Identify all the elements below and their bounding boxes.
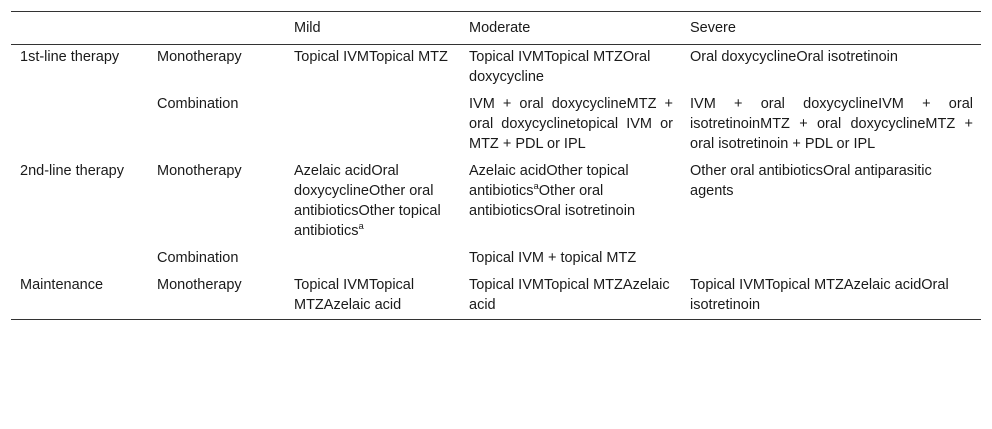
row-section-label (11, 91, 148, 158)
cell-moderate-text-2: Other oral antibioticsOral isotretinoin (469, 183, 636, 219)
cell-mild: Topical IVMTopical MTZAzelaic acid (294, 277, 415, 313)
table-row: Maintenance Monotherapy Topical IVMTopic… (11, 272, 981, 320)
row-section-label: 1st-line therapy (20, 49, 120, 65)
treatment-table-container: Mild Moderate Severe 1st-line therapy Mo… (11, 11, 981, 320)
header-empty-1 (11, 12, 148, 45)
row-type-label: Combination (157, 250, 239, 266)
header-mild: Mild (294, 20, 321, 36)
footnote-marker: a (358, 221, 364, 233)
table-header: Mild Moderate Severe (11, 11, 981, 45)
row-section-label (11, 245, 148, 272)
table-row: 1st-line therapy Monotherapy Topical IVM… (11, 45, 981, 92)
header-moderate: Moderate (469, 20, 531, 36)
row-type-label: Monotherapy (157, 49, 242, 65)
cell-severe (681, 245, 981, 272)
cell-severe: Topical IVMTopical MTZAzelaic acidOral i… (690, 277, 949, 313)
header-empty-2 (148, 12, 285, 45)
cell-mild: Azelaic acidOral doxycyclineOther oral a… (285, 158, 460, 245)
cell-moderate: IVM + oral doxycyclineMTZ + oral doxycyc… (469, 96, 673, 152)
row-section-label: 2nd-line therapy (20, 163, 124, 179)
table-row: Combination Topical IVM + topical MTZ (11, 245, 981, 272)
cell-severe: IVM + oral doxycyclineIVM + oral isotret… (690, 96, 973, 152)
table-row: Combination IVM + oral doxycyclineMTZ + … (11, 91, 981, 158)
cell-mild-text: Azelaic acidOral doxycyclineOther oral a… (294, 163, 441, 239)
cell-mild: Topical IVMTopical MTZ (294, 49, 448, 65)
cell-moderate: Azelaic acidOther topical antibioticsaOt… (460, 158, 681, 245)
treatment-table: Mild Moderate Severe 1st-line therapy Mo… (11, 11, 981, 320)
cell-severe: Other oral antibioticsOral antiparasitic… (690, 163, 932, 199)
cell-moderate: Topical IVMTopical MTZAzelaic acid (469, 277, 670, 313)
header-row: Mild Moderate Severe (11, 11, 981, 45)
cell-moderate: Topical IVMTopical MTZOral doxycycline (469, 49, 651, 85)
row-type-label: Monotherapy (157, 163, 242, 179)
cell-moderate: Topical IVM + topical MTZ (469, 250, 637, 266)
table-body: 1st-line therapy Monotherapy Topical IVM… (11, 45, 981, 320)
row-type-label: Combination (157, 96, 239, 112)
cell-moderate-text-1: Azelaic acidOther topical antibiotics (469, 163, 629, 199)
table-row: 2nd-line therapy Monotherapy Azelaic aci… (11, 158, 981, 245)
row-type-label: Monotherapy (157, 277, 242, 293)
cell-mild (285, 91, 460, 158)
footnote-marker: a (533, 181, 539, 193)
cell-mild (285, 245, 460, 272)
cell-severe: Oral doxycyclineOral isotretinoin (690, 49, 898, 65)
header-severe: Severe (690, 20, 736, 36)
row-section-label: Maintenance (20, 277, 104, 293)
